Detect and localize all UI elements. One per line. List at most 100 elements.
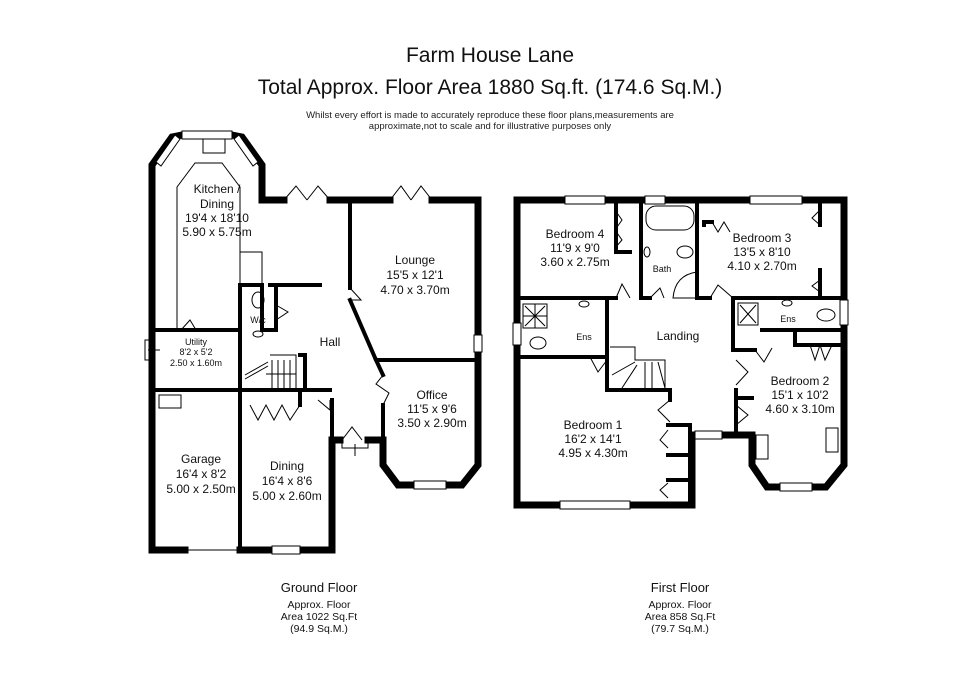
bath-toilet-icon — [676, 245, 694, 259]
svg-text:13'5 x 8'10: 13'5 x 8'10 — [733, 245, 791, 259]
bedroom1-dim-imperial: 16'2 x 14'1 — [564, 432, 622, 446]
wc-label: W/c — [250, 315, 266, 325]
svg-text:11'9 x 9'0: 11'9 x 9'0 — [550, 241, 600, 255]
utility-dim-metric: 2.50 x 1.60m — [170, 358, 222, 368]
office-door — [375, 374, 390, 406]
wc-door — [275, 304, 289, 321]
kitchen-label-2: Dining — [200, 197, 234, 211]
svg-text:8'2 x 5'2: 8'2 x 5'2 — [180, 347, 213, 357]
svg-text:Bath: Bath — [653, 264, 672, 274]
disclaimer: Whilst every effort is made to accuratel… — [0, 110, 980, 132]
kitchen-dim-metric: 5.90 x 5.75m — [182, 225, 251, 239]
ground-floor-area-3: (94.9 Sq.M.) — [290, 623, 348, 635]
ensuite1-door — [589, 356, 608, 373]
kitchen-window-right — [233, 134, 259, 167]
toilet-icon — [251, 291, 265, 309]
svg-text:Office: Office — [416, 388, 447, 402]
ground-floor-plan: Kitchen / Dining 19'4 x 18'10 5.90 x 5.7… — [144, 130, 483, 555]
lounge-dim-imperial: 15'5 x 12'1 — [386, 268, 444, 282]
svg-text:2.50 x 1.60m: 2.50 x 1.60m — [170, 358, 222, 368]
svg-text:Dining: Dining — [270, 459, 304, 473]
first-floor-plan: Bedroom 4 11'9 x 9'0 3.60 x 2.75m Bath B… — [512, 195, 849, 510]
svg-text:11'5 x 9'6: 11'5 x 9'6 — [407, 402, 457, 416]
utility-sink-icon — [158, 394, 182, 409]
ensuite2-window — [839, 299, 849, 326]
bedroom4-dim-imperial: 11'9 x 9'0 — [550, 241, 600, 255]
basin-icon — [252, 330, 264, 338]
bedroom3-cupboard-2 — [811, 279, 821, 293]
kitchen-french-doors — [283, 185, 331, 201]
hall-label: Hall — [320, 335, 341, 349]
svg-text:Landing: Landing — [657, 329, 700, 343]
ground-floor-area-2: Area 1022 Sq.Ft — [280, 611, 358, 623]
kitchen-sink-icon — [202, 138, 226, 154]
svg-text:Bedroom 3: Bedroom 3 — [733, 231, 792, 245]
bedroom1-window — [559, 500, 631, 510]
bath-shower-icon — [672, 271, 698, 299]
garage-dim-metric: 5.00 x 2.50m — [166, 482, 235, 496]
dining-window — [271, 545, 301, 555]
svg-text:Hall: Hall — [320, 335, 341, 349]
lounge-side-window — [473, 334, 483, 353]
ground-floor-name: Ground Floor — [280, 580, 358, 595]
bedroom3-wardrobe-doors — [711, 221, 731, 233]
svg-text:5.00 x 2.50m: 5.00 x 2.50m — [166, 482, 235, 496]
bedroom4-door — [615, 282, 631, 299]
cupboard-doors — [249, 403, 301, 422]
bedroom2-unit-right — [825, 427, 839, 453]
bath-basin-icon — [643, 246, 651, 258]
svg-text:3.60 x 2.75m: 3.60 x 2.75m — [540, 255, 609, 269]
svg-text:16'4 x 8'6: 16'4 x 8'6 — [262, 474, 313, 488]
svg-text:Ens: Ens — [576, 332, 592, 342]
bedroom1-cupboard-1 — [659, 429, 669, 449]
bedroom4-dim-metric: 3.60 x 2.75m — [540, 255, 609, 269]
bedroom4-window — [564, 195, 606, 205]
office-window — [413, 480, 447, 490]
svg-text:W/c: W/c — [250, 315, 266, 325]
bedroom2-label: Bedroom 2 — [771, 374, 830, 388]
ensuite2-door — [754, 347, 773, 363]
ensuite1-label: Ens — [576, 332, 592, 342]
bedroom4-label: Bedroom 4 — [546, 227, 605, 241]
svg-text:5.00 x 2.60m: 5.00 x 2.60m — [252, 489, 321, 503]
ground-floor-area-1: Approx. Floor — [287, 599, 351, 611]
office-dim-metric: 3.50 x 2.90m — [397, 416, 466, 430]
garage-label: Garage — [181, 452, 221, 466]
bedroom2-window — [779, 482, 813, 492]
lounge-label: Lounge — [395, 253, 435, 267]
lounge-french-doors — [389, 185, 433, 201]
dining-door — [317, 399, 331, 412]
bedroom2-door — [735, 359, 749, 386]
svg-text:19'4 x 18'10: 19'4 x 18'10 — [185, 211, 249, 225]
bedroom4-wardrobe-doors — [614, 209, 623, 249]
lounge-door — [349, 287, 363, 301]
svg-text:Dining: Dining — [200, 197, 234, 211]
first-floor-area-3: (79.7 Sq.M.) — [651, 623, 709, 635]
bedroom3-dim-metric: 4.10 x 2.70m — [727, 259, 796, 273]
svg-text:16'2 x 14'1: 16'2 x 14'1 — [564, 432, 622, 446]
first-floor-name: First Floor — [650, 580, 710, 595]
first-floor-area-1: Approx. Floor — [648, 599, 712, 611]
ensuite2-toilet-icon — [816, 308, 836, 322]
utility-label: Utility — [185, 337, 207, 347]
dining-dim-imperial: 16'4 x 8'6 — [262, 474, 313, 488]
bedroom1-cupboard-2 — [659, 482, 669, 499]
total-floor-area: Total Approx. Floor Area 1880 Sq.ft. (17… — [257, 76, 723, 99]
bedroom3-label: Bedroom 3 — [733, 231, 792, 245]
side-door — [144, 339, 160, 361]
bath-label: Bath — [653, 264, 672, 274]
bedroom3-cupboard-1 — [811, 209, 821, 226]
svg-text:Lounge: Lounge — [395, 253, 435, 267]
svg-text:Garage: Garage — [181, 452, 221, 466]
svg-text:4.10 x 2.70m: 4.10 x 2.70m — [727, 259, 796, 273]
ensuite1-window — [512, 322, 522, 346]
svg-text:Bedroom 4: Bedroom 4 — [546, 227, 605, 241]
bathtub-icon — [645, 205, 695, 231]
bedroom3-door — [709, 284, 734, 299]
ensuite2-basin-icon — [781, 299, 793, 307]
disclaimer-line-1: Whilst every effort is made to accuratel… — [306, 110, 674, 121]
garage-dim-imperial: 16'4 x 8'2 — [176, 467, 227, 481]
bath-window — [644, 195, 666, 205]
dining-dim-metric: 5.00 x 2.60m — [252, 489, 321, 503]
